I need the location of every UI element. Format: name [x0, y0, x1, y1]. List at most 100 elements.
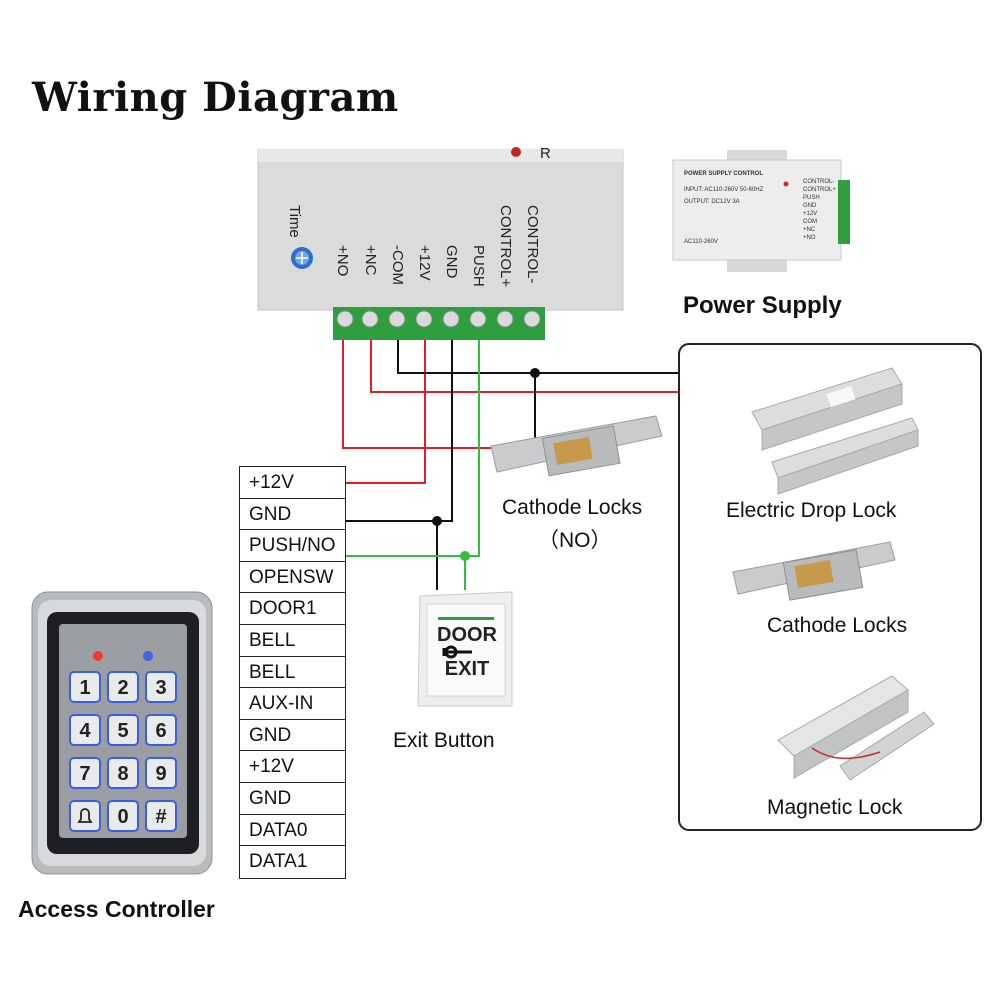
red-led	[93, 651, 103, 661]
power-supply-unit: POWER SUPPLY CONTROL INPUT: AC110-260V 5…	[672, 150, 850, 272]
keypad-key	[107, 800, 139, 832]
bell-icon	[77, 808, 93, 823]
keypad-key	[107, 671, 139, 703]
keypad-key-label: 7	[79, 763, 90, 785]
keypad-key	[145, 757, 177, 789]
psu-terminal-strip	[838, 180, 850, 244]
terminal-row: +12V	[240, 467, 345, 499]
diagram-title: Wiring Diagram	[32, 74, 399, 121]
red-wire-no	[342, 340, 491, 449]
psu-terminal-label: +12V	[803, 211, 817, 217]
psu-terminal-label: PUSH	[803, 195, 820, 201]
controller-terminal-label: +NO	[334, 245, 351, 276]
terminal-row: DOOR1	[240, 593, 345, 625]
terminal-screw	[415, 310, 433, 328]
svg-text:EXIT: EXIT	[445, 658, 489, 680]
keypad-key	[69, 671, 101, 703]
terminal-row: DATA1	[249, 851, 308, 873]
psu-terminal-label: +NC	[803, 227, 816, 233]
psu-terminal-label: CONTROL-	[803, 179, 834, 185]
access-controller-caption: Access Controller	[18, 896, 215, 922]
red-wire-nc	[370, 340, 679, 393]
controller-box: R Time +NO +NC -COM +12V GND PUSH CONTROL+ CONT…	[257, 145, 624, 340]
power-supply-caption: Power Supply	[683, 292, 842, 319]
lock-panel-frame	[678, 343, 982, 831]
keypad-key-label: #	[155, 806, 166, 828]
keypad-key-label: 8	[117, 763, 128, 785]
black-wire-com	[397, 340, 679, 374]
blue-led	[143, 651, 153, 661]
psu-terminal-label: CONTROL+	[803, 187, 836, 193]
controller-terminal-label: +12V	[416, 245, 433, 280]
keypad-key	[69, 714, 101, 746]
cathode-lock-no-caption-sub: （NO）	[538, 529, 612, 552]
svg-text:POWER SUPPLY CONTROL: POWER SUPPLY CONTROL	[684, 171, 763, 177]
psu-terminal-label: +NO	[803, 235, 816, 241]
controller-terminal-label: GND	[443, 245, 460, 279]
keypad-key	[69, 757, 101, 789]
green-wire-push	[345, 340, 480, 557]
keypad-key-label: 1	[79, 677, 90, 699]
magnetic-lock-image	[777, 675, 935, 781]
psu-terminal-label: GND	[803, 203, 817, 209]
svg-text:DOOR: DOOR	[437, 624, 498, 646]
terminal-row: PUSH/NO	[240, 530, 345, 562]
terminal-screw	[523, 310, 541, 328]
svg-text:OUTPUT: DC12V 3A: OUTPUT: DC12V 3A	[684, 199, 740, 205]
terminal-screw	[496, 310, 514, 328]
keypad-key-label: 6	[155, 720, 166, 742]
controller-terminal-label: PUSH	[470, 245, 487, 287]
psu-terminal-label: COM	[803, 219, 817, 225]
power-led	[511, 147, 521, 157]
wires	[342, 340, 679, 590]
svg-text:AC110-260V: AC110-260V	[684, 239, 718, 245]
keypad-key	[107, 714, 139, 746]
keypad-key	[145, 671, 177, 703]
keypad-key	[145, 800, 177, 832]
keypad-key-label: 0	[117, 806, 128, 828]
red-wire-12v	[345, 340, 426, 484]
keypad-key-label: 3	[155, 677, 166, 699]
terminal-screw	[469, 310, 487, 328]
exit-button-image: DOOR EXIT	[417, 591, 513, 707]
terminal-row: BELL	[240, 625, 345, 657]
controller-terminal-label: CONTROL+	[497, 205, 514, 287]
keypad-key	[107, 757, 139, 789]
cathode-lock-no-caption: Cathode Locks	[502, 496, 643, 519]
cathode-lock-no-image	[490, 415, 663, 477]
terminal-row: +12V	[240, 751, 345, 783]
terminal-row: GND	[240, 499, 345, 531]
terminal-screw	[336, 310, 354, 328]
exit-button-caption: Exit Button	[393, 729, 495, 752]
terminal-row: GND	[240, 720, 345, 752]
cathode-lock-caption: Cathode Locks	[767, 614, 908, 637]
controller-terminal-label: CONTROL-	[524, 205, 541, 283]
magnetic-lock-caption: Magnetic Lock	[767, 796, 903, 819]
terminal-screw	[442, 310, 460, 328]
keypad-key-label: 5	[117, 720, 128, 742]
terminal-screw	[361, 310, 379, 328]
keypad-key	[69, 800, 101, 832]
terminal-row: BELL	[240, 657, 345, 689]
terminal-row: AUX-IN	[240, 688, 345, 720]
keypad-key-label: 9	[155, 763, 166, 785]
electric-drop-lock-image	[751, 367, 919, 495]
controller-terminal-label: -COM	[389, 245, 406, 285]
keypad-key	[145, 714, 177, 746]
terminal-row: DATA0	[240, 815, 345, 847]
terminal-row: OPENSW	[240, 562, 345, 594]
svg-text:R: R	[540, 145, 551, 162]
controller-terminal-label: +NC	[362, 245, 379, 276]
time-knob	[291, 247, 313, 269]
time-label: Time	[286, 205, 303, 238]
keypad-key-label: 4	[79, 720, 91, 742]
cathode-lock-image	[732, 541, 896, 601]
svg-text:INPUT: AC110-260V 50-60HZ: INPUT: AC110-260V 50-60HZ	[684, 187, 764, 193]
terminal-screw	[388, 310, 406, 328]
electric-drop-lock-caption: Electric Drop Lock	[726, 499, 897, 522]
black-wire-gnd	[345, 340, 453, 522]
